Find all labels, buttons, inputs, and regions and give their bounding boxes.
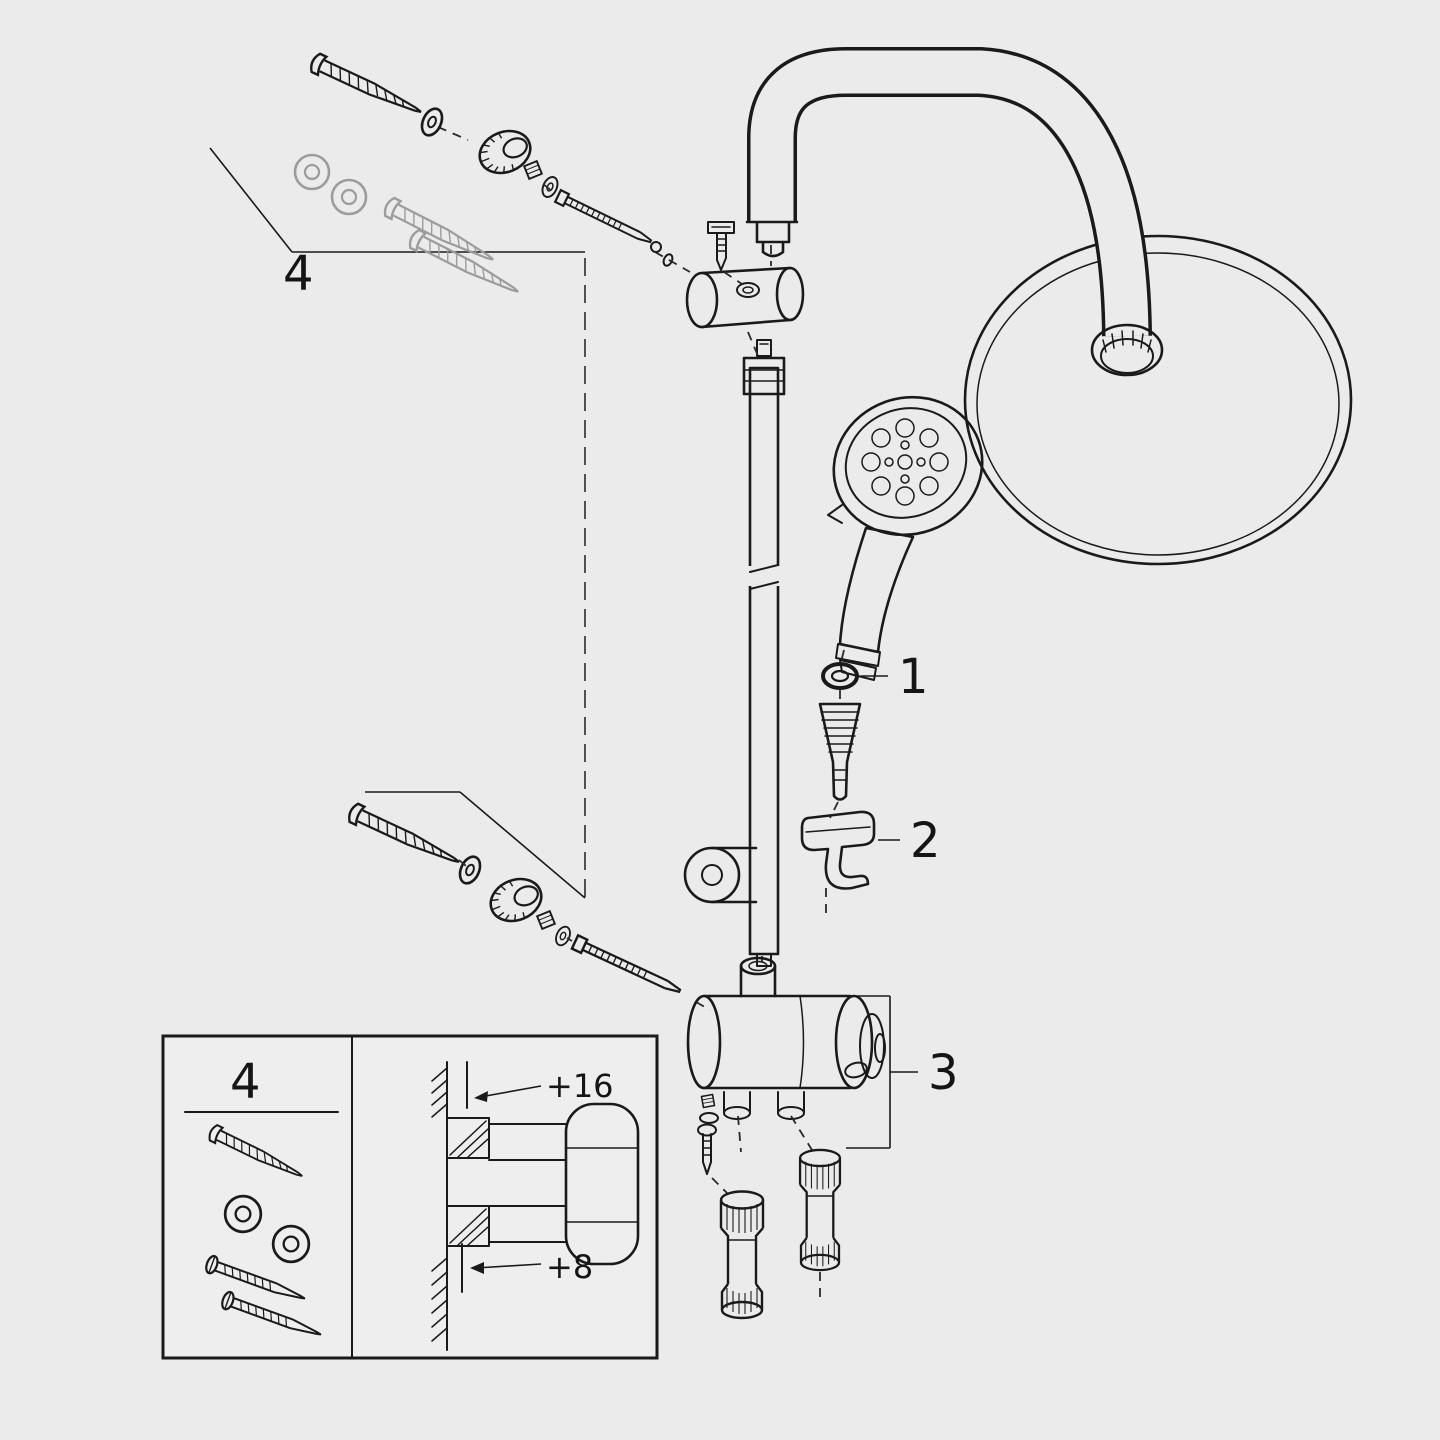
square-nut-icon [523,160,543,180]
inset-wall-section: +16 +8 [431,1061,640,1351]
wall-bracket-cylinder [685,266,805,329]
mounting-screw-icon [345,801,465,873]
dim-bottom-label: +8 [546,1248,593,1286]
head-shower [963,234,1353,566]
tiny-washer-icon [662,253,674,267]
hose-cone-connector [818,690,862,819]
holder-side-view [564,1102,640,1266]
arm-lower-end-fitting [745,220,799,258]
hand-shower-handle [835,526,915,681]
hand-shower-head [827,395,984,537]
inset-kit-panel: 4 [184,1054,339,1345]
callout-2-label: 2 [910,813,941,869]
diverter-valve-part3: 3 [686,956,959,1149]
rail-slider-clamp [683,846,758,904]
dimension-plus8: +8 [461,1243,593,1293]
lower-wall-bracket-assembly [345,801,711,1011]
assembly-reference-lines [209,147,586,899]
tiny-nut-icon [700,1093,716,1109]
shower-arm [745,47,1164,377]
hand-shower [827,395,984,681]
long-machine-screw-icon [570,934,684,999]
cover-rosette-icon [293,153,331,191]
tiny-nut-icon [650,241,662,253]
head-connector-collar [1090,323,1164,377]
holder-clip [827,504,843,524]
small-washer-icon [552,923,574,949]
bracket-grub-screw [707,221,735,271]
long-machine-screw-icon [554,189,655,249]
diverter-body [686,994,886,1090]
mounting-screw-icon [307,51,427,123]
dimension-plus16: +16 [474,1067,614,1105]
mounting-kit-top: 4 [283,51,524,302]
inset-kit-label: 4 [230,1054,261,1110]
washer-icon [454,852,486,888]
tiny-washer-icon [699,1112,719,1124]
small-screw-icon [697,1123,717,1175]
callout-3-label: 3 [928,1045,959,1101]
spare-screw-icon [405,227,524,302]
washer-icon [416,104,448,140]
callout-4-label: 4 [283,246,314,302]
diverter-screw-chain [697,1093,813,1195]
hand-shower-holder-part2: 2 [800,810,941,914]
upper-wall-bracket-assembly [437,122,805,357]
shower-rail [742,339,786,967]
hose-fittings [719,1148,842,1320]
spray-face [861,418,949,506]
wall-anchor-blocks [446,1117,490,1247]
cover-rosette-icon [330,178,368,216]
hose-end-fitting-icon [719,1190,765,1320]
square-nut-icon [536,910,556,930]
hose-gasket-part1: 1 [821,649,929,705]
rail-top-fitting [742,339,786,396]
rail-break-joint [748,564,780,590]
dim-top-label: +16 [546,1067,614,1105]
inset-detail-box: 4 [161,1034,659,1360]
callout-1-label: 1 [898,649,929,705]
diverter-top-port [739,956,777,998]
hose-end-fitting-icon [798,1148,842,1272]
diverter-bottom-ports [723,1091,805,1120]
